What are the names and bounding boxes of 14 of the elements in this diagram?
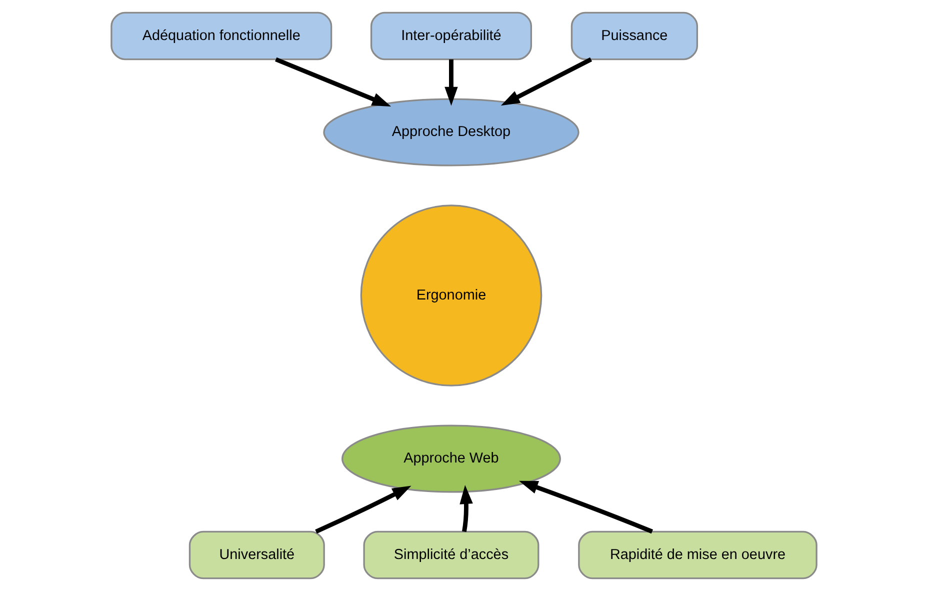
- arrow: [314, 486, 411, 534]
- arrow: [274, 57, 391, 107]
- node-box: Rapidité de mise en oeuvre: [578, 530, 817, 580]
- node-box: Simplicité d’accès: [362, 530, 539, 580]
- node-ellipse: Approche Desktop: [322, 98, 579, 166]
- node-box: Inter-opérabilité: [370, 12, 532, 60]
- node-box: Puissance: [570, 12, 698, 60]
- node-box: Universalité: [188, 530, 324, 580]
- arrow: [518, 480, 653, 534]
- arrow: [459, 485, 472, 532]
- node-circle: Ergonomie: [360, 204, 542, 386]
- node-box: Adéquation fonctionnelle: [110, 12, 332, 60]
- arrow: [500, 57, 592, 106]
- arrow: [444, 59, 458, 106]
